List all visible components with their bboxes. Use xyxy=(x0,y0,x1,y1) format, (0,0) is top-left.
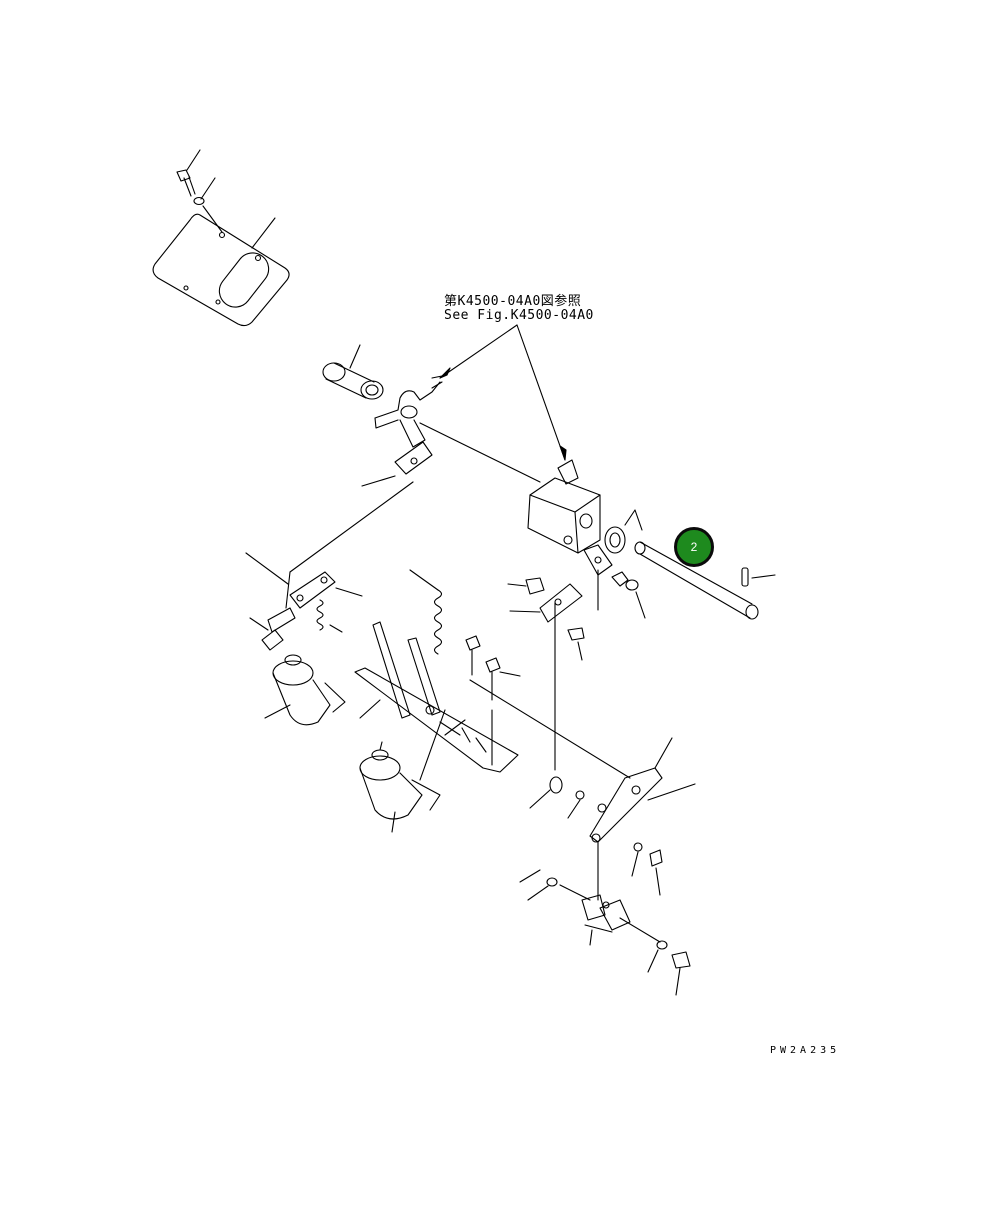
right-lever-plate xyxy=(507,577,585,661)
left-lever-bracket xyxy=(361,375,443,487)
center-solenoid xyxy=(359,709,446,833)
clevis-assembly xyxy=(519,869,691,996)
center-spring xyxy=(409,569,443,655)
reference-note-japanese: 第K4500-04A0図参照 xyxy=(444,294,582,309)
collar xyxy=(604,509,643,554)
base-plate xyxy=(354,621,519,773)
left-solenoid xyxy=(264,654,346,726)
small-bracket xyxy=(583,544,646,619)
reference-note-english: See Fig.K4500-04A0 xyxy=(444,308,594,323)
shaft xyxy=(634,539,776,620)
drawing-code: PW2A235 xyxy=(770,1045,841,1056)
callout-number: 2 xyxy=(690,540,698,554)
cover-washer xyxy=(193,177,223,233)
assembly-lines xyxy=(245,422,631,779)
reference-arrows xyxy=(439,324,567,461)
housing-block xyxy=(527,459,601,554)
cover-plate xyxy=(152,213,290,327)
left-link-plate xyxy=(249,571,363,651)
bushing xyxy=(322,344,384,400)
lower-right-lever xyxy=(529,737,696,901)
callout-item-2[interactable]: 2 xyxy=(674,527,714,567)
center-bolts xyxy=(465,635,521,766)
cover-bolt xyxy=(176,149,201,197)
